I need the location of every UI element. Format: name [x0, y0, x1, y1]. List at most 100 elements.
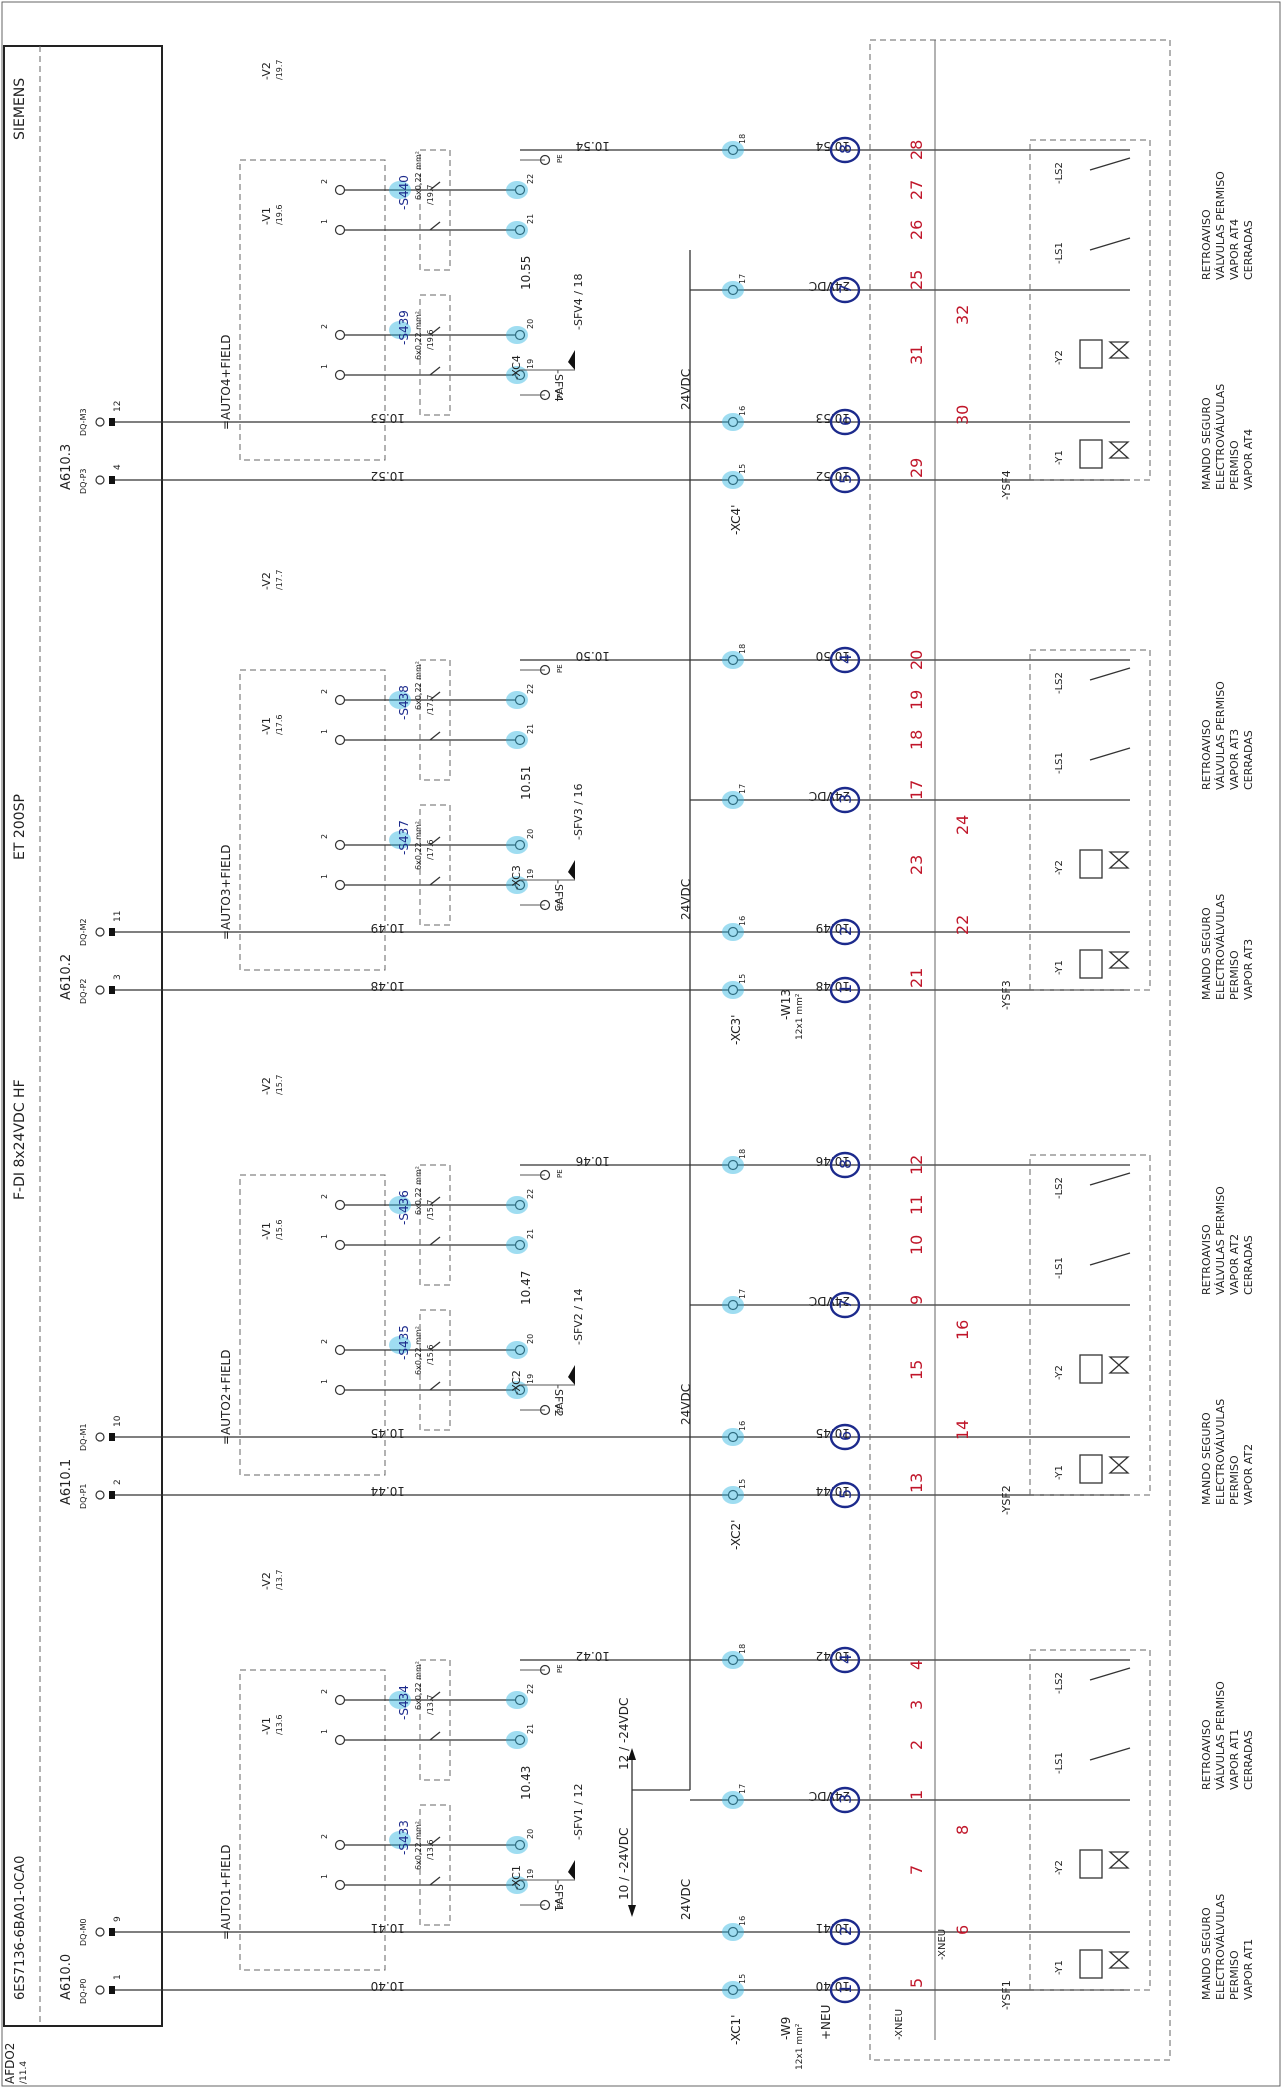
handwritten-label: 1	[907, 1790, 926, 1800]
cable-a-ref: /15.6	[426, 1344, 435, 1365]
v1-label: -V1	[260, 1222, 273, 1240]
cable-terminal	[514, 1694, 526, 1706]
sheet-ref: AFDO2	[3, 2043, 17, 2084]
bus-supply-label: 24VDC	[679, 1384, 693, 1425]
retro-text: VAPOR AT3	[1228, 729, 1241, 790]
terminal-highlight	[506, 366, 528, 384]
contact-terminal	[334, 1384, 346, 1396]
sfv-arrow	[568, 860, 575, 880]
wire-r-number: 10.42	[576, 1649, 610, 1663]
switch-contact	[429, 1691, 441, 1701]
solenoid-coil	[1079, 1949, 1103, 1979]
cable-terminal	[514, 694, 526, 706]
v1-ref: /13.6	[275, 1714, 284, 1735]
cable-terminal	[514, 1839, 526, 1851]
xc-terminal-18	[727, 144, 739, 156]
handwritten-label: 7	[907, 1865, 926, 1875]
cable-b-label: -S438	[397, 685, 411, 720]
limit-switch-label: -LS2	[1054, 1177, 1065, 1199]
contact-terminal	[334, 1344, 346, 1356]
circled-number: 1	[836, 1984, 855, 1994]
handwritten-label: 27	[907, 180, 926, 200]
retro-text: VAPOR AT1	[1228, 1729, 1241, 1790]
solenoid-label: -Y2	[1054, 860, 1065, 875]
circled-number: 5	[836, 474, 855, 484]
module-name: A610.2	[59, 954, 74, 1000]
device-box	[1029, 1154, 1151, 1496]
v1-ref: /15.6	[275, 1219, 284, 1240]
field-box	[239, 159, 386, 461]
handwritten-label: 25	[907, 270, 926, 290]
cable-box-a	[419, 294, 451, 416]
terminal-number: 15	[738, 1974, 747, 1984]
contact-number: 2	[320, 1194, 329, 1199]
cable-a-spec: 6x0,22 mm²	[414, 821, 423, 870]
circled-number: 1	[836, 984, 855, 994]
contact-terminal	[334, 839, 346, 851]
mando-text: PERMISO	[1228, 1950, 1241, 2000]
cable-box-b	[419, 659, 451, 781]
terminal-number: 16	[738, 916, 747, 926]
field-label: =AUTO2+FIELD	[219, 1350, 233, 1445]
module-pin-m: DQ-M3	[79, 408, 88, 436]
contact-number: 1	[320, 874, 329, 879]
terminal-number: 16	[738, 1916, 747, 1926]
handwritten-label: 8	[953, 1825, 972, 1835]
module-pin-m: DQ-M0	[79, 1918, 88, 1946]
module-pin-m-connector	[109, 1433, 115, 1441]
terminal-highlight	[722, 1923, 744, 1941]
terminal-label: -XC3	[510, 865, 523, 890]
circled-number: 7	[836, 1299, 855, 1309]
module-pin-p-connector	[109, 986, 115, 994]
terminal-highlight	[506, 1836, 528, 1854]
switch-contact	[429, 691, 441, 701]
terminal-highlight	[722, 1981, 744, 1999]
terminal-number: 15	[738, 1479, 747, 1489]
circled-number: 5	[836, 1489, 855, 1499]
bus-supply-label: 24VDC	[679, 879, 693, 920]
wire-m-number: 10.49	[371, 921, 405, 935]
sfv-ref: -SFV2 / 14	[572, 1289, 585, 1346]
cable-box-a	[419, 804, 451, 926]
contact-terminal	[334, 329, 346, 341]
retro-text: RETROAVISO	[1200, 719, 1213, 790]
cable-b-spec: 6x0,22 mm²	[414, 661, 423, 710]
terminal-highlight	[506, 1691, 528, 1709]
cable-b-ref: /13.7	[426, 1694, 435, 1715]
limit-switch	[1089, 1252, 1131, 1266]
limit-switch	[1089, 157, 1131, 171]
mando-text: ELECTROVÁLVULAS	[1214, 1399, 1227, 1505]
xc-terminal-15	[727, 1984, 739, 1996]
switch-contact	[429, 1836, 441, 1846]
switch-contact	[429, 1876, 441, 1886]
cable-box-b	[419, 1164, 451, 1286]
terminal-highlight	[722, 471, 744, 489]
switch-contact	[429, 1731, 441, 1741]
pin-number: 11	[113, 911, 123, 922]
cable-terminal	[514, 1879, 526, 1891]
terminal-highlight	[506, 326, 528, 344]
circled-number-ring	[829, 1423, 861, 1451]
circled-number-ring	[829, 1646, 861, 1674]
bus-supply-label: 24VDC	[679, 369, 693, 410]
contact-number: 2	[320, 1689, 329, 1694]
terminal-strip-label: -XC4'	[729, 505, 743, 535]
terminal-highlight	[722, 1156, 744, 1174]
handwritten-label: 23	[907, 855, 926, 875]
sfv-label: -SFV4	[552, 370, 565, 402]
pe-label: PE	[556, 154, 564, 163]
contact-number: 2	[320, 1339, 329, 1344]
terminal-highlight	[506, 221, 528, 239]
circled-number: 8	[836, 1159, 855, 1169]
v1-ref: /17.6	[275, 714, 284, 735]
contact-terminal	[334, 1879, 346, 1891]
wire-mid-number: 10.55	[519, 256, 533, 290]
contact-terminal	[334, 1734, 346, 1746]
handwritten-label: 24	[953, 815, 972, 835]
handwritten-label: 17	[907, 780, 926, 800]
retro-text: RETROAVISO	[1200, 1719, 1213, 1790]
wire-p-number: 10.52	[371, 469, 405, 483]
handwritten-label: 20	[907, 650, 926, 670]
sfv-label: -SFV1	[552, 1880, 565, 1912]
terminal-number: 17	[738, 274, 747, 284]
